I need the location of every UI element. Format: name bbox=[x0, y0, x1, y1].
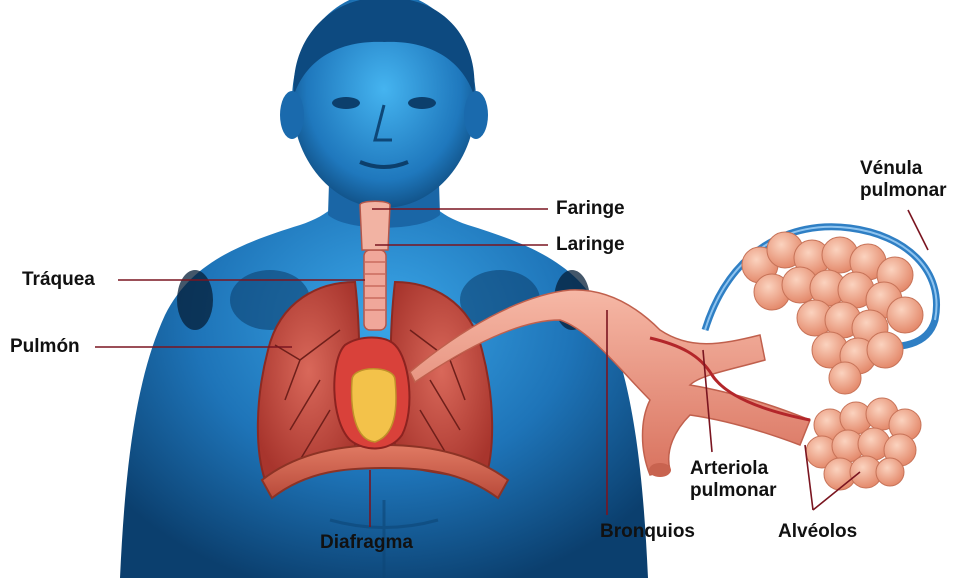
label-arteriola-line1: Arteriola bbox=[690, 458, 777, 480]
label-venula-line2: pulmonar bbox=[860, 180, 947, 202]
leader-venula bbox=[908, 210, 928, 250]
label-faringe: Faringe bbox=[556, 198, 625, 220]
label-alveolos: Alvéolos bbox=[778, 521, 857, 543]
bronchus-opening bbox=[649, 463, 671, 477]
label-venula-line1: Vénula bbox=[860, 158, 947, 180]
alveoli-cluster-upper bbox=[742, 232, 923, 394]
label-bronquios: Bronquios bbox=[600, 521, 695, 543]
label-laringe: Laringe bbox=[556, 234, 625, 256]
label-traquea: Tráquea bbox=[22, 269, 95, 291]
ear-left bbox=[280, 91, 304, 139]
label-arteriola-pulmonar: Arteriola pulmonar bbox=[690, 458, 777, 502]
label-diafragma: Diafragma bbox=[320, 532, 413, 554]
eye-left bbox=[332, 97, 360, 109]
label-venula-pulmonar: Vénula pulmonar bbox=[860, 158, 947, 202]
alveoli-cluster-lower bbox=[806, 398, 921, 490]
eye-right bbox=[408, 97, 436, 109]
ear-right bbox=[464, 91, 488, 139]
shoulder-shadow-left bbox=[177, 270, 213, 330]
label-arteriola-line2: pulmonar bbox=[690, 480, 777, 502]
label-pulmon: Pulmón bbox=[10, 336, 80, 358]
